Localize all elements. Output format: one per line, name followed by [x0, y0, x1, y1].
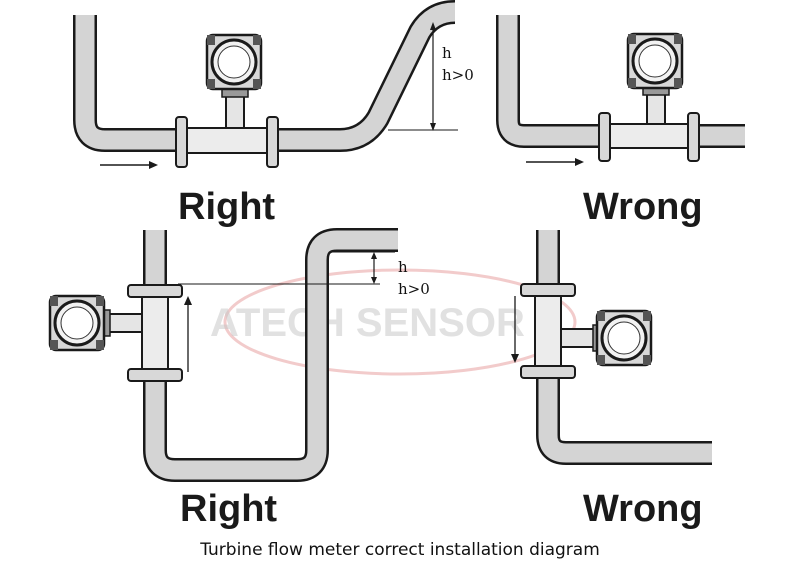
bottom-left-meter [48, 284, 183, 382]
bottom-right-flow-arrow [511, 296, 519, 363]
bottom-right-pipe [536, 230, 712, 465]
top-left-meter [175, 33, 279, 168]
top-left-pipe [73, 0, 456, 152]
top-left-flow-arrow [100, 161, 158, 169]
watermark-text: ATECH SENSOR [210, 301, 525, 345]
label-wrong-bottom: Wrong [583, 488, 703, 530]
dim-label-h: h [398, 258, 408, 276]
bottom-left-pipe [143, 228, 398, 482]
label-right-bottom: Right [180, 488, 277, 530]
label-wrong-top: Wrong [583, 186, 703, 228]
top-right-flow-arrow [526, 158, 584, 166]
top-left-height-dimension: h h>0 [388, 22, 474, 131]
dim-label-h-gt-zero: h>0 [398, 280, 430, 298]
bottom-left-flow-arrow [184, 296, 192, 372]
diagram-caption: Turbine flow meter correct installation … [199, 540, 600, 560]
bottom-left-height-dimension: h h>0 [178, 251, 430, 298]
dim-label-h: h [442, 44, 452, 62]
top-right-pipe [496, 15, 745, 148]
dim-label-h-gt-zero: h>0 [442, 66, 474, 84]
watermark: ATECH SENSOR [210, 268, 577, 376]
top-right-meter [598, 32, 700, 162]
label-right-top: Right [178, 186, 275, 228]
bottom-right-meter [520, 283, 653, 379]
